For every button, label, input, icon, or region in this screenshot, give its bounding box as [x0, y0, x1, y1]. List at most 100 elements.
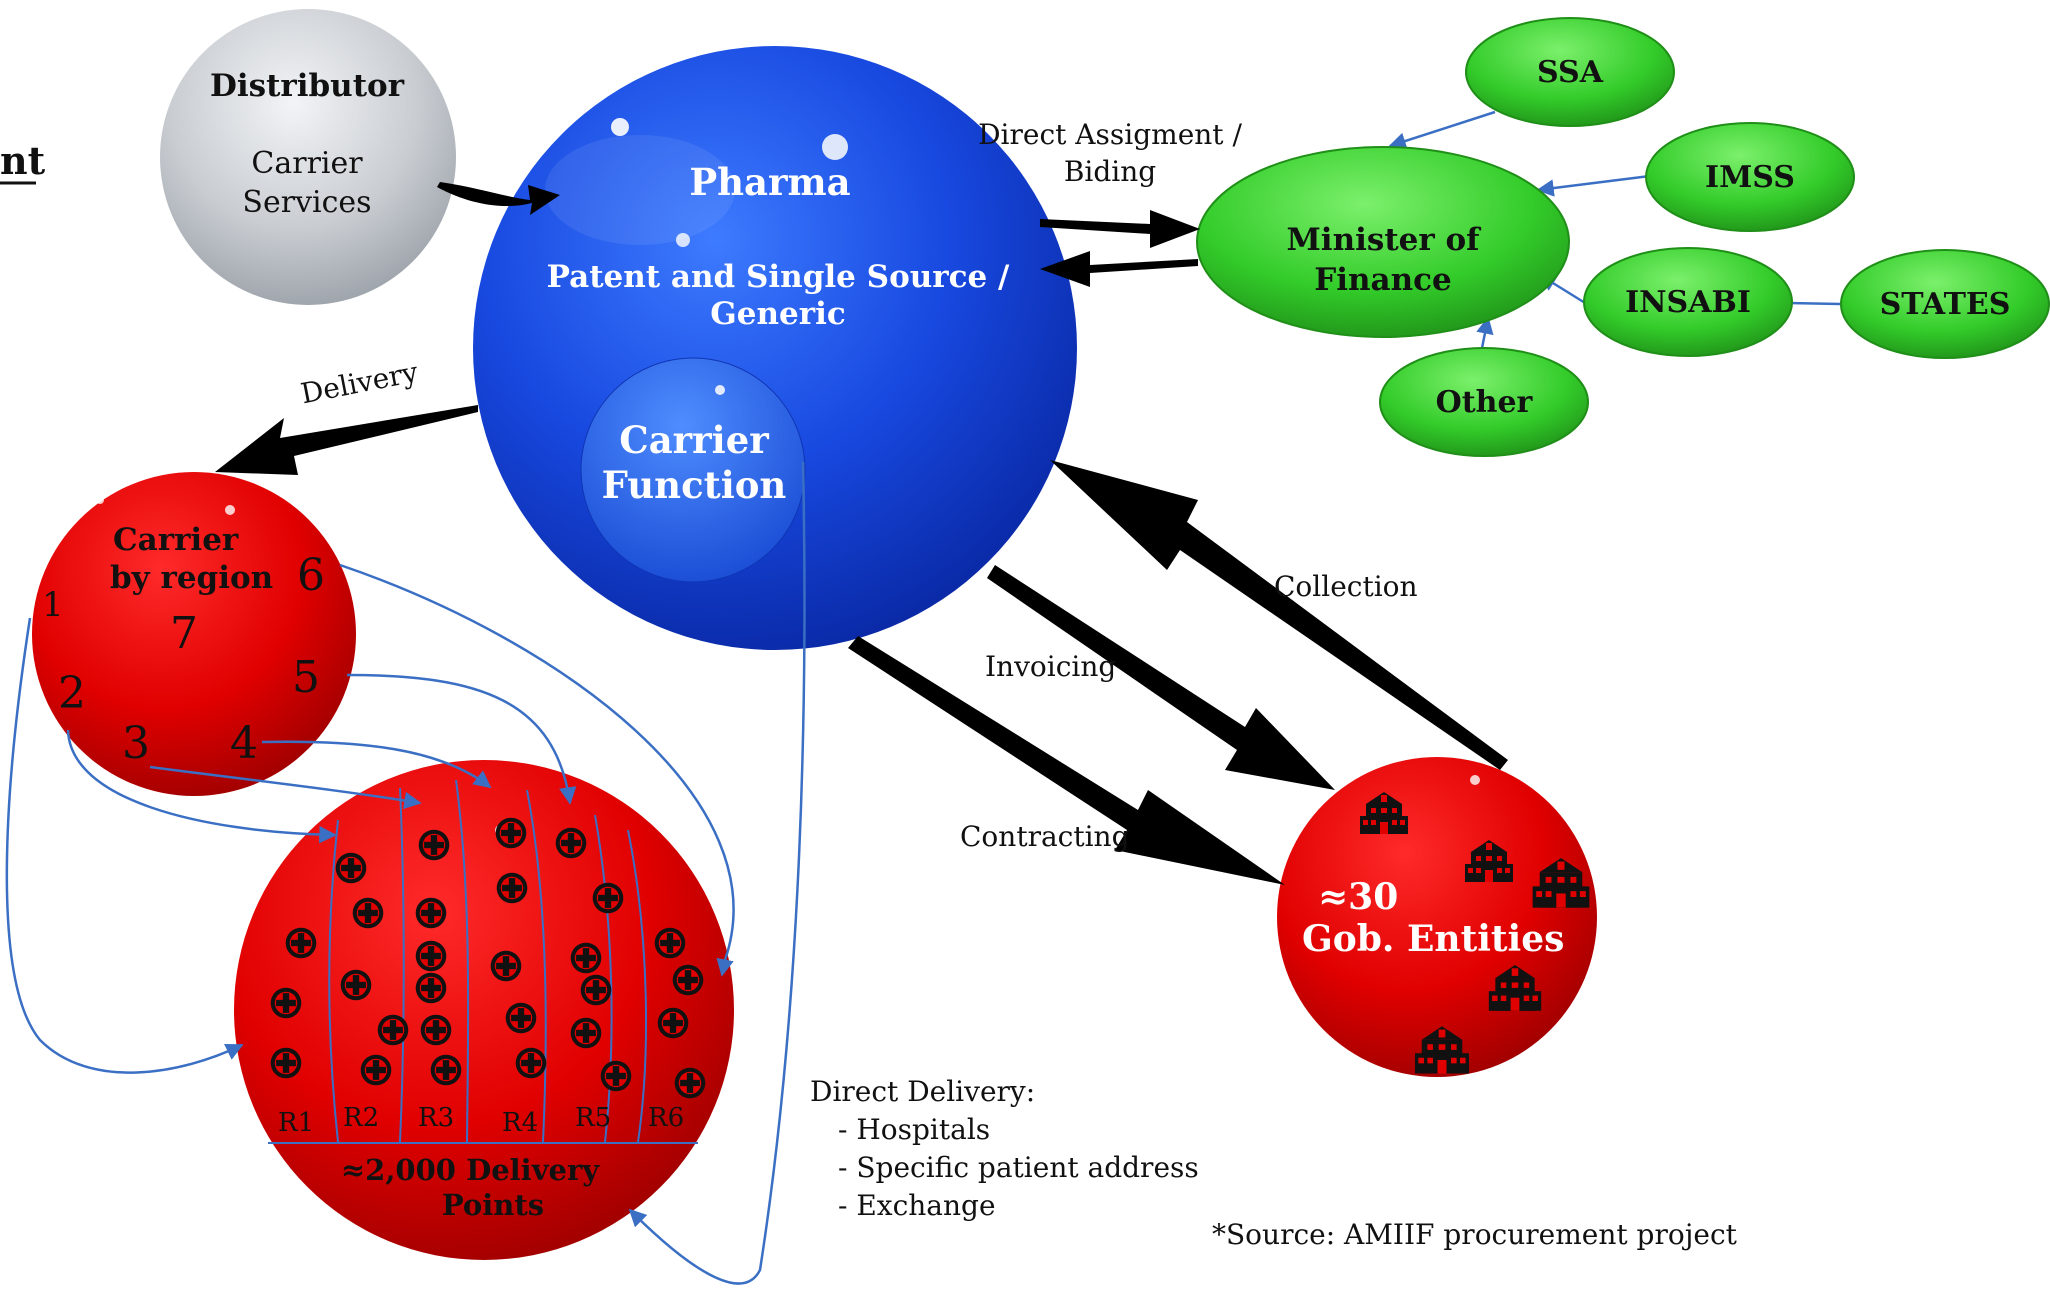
region-number-4: 4: [230, 718, 258, 769]
finance-line1: Minister of: [1286, 222, 1480, 258]
pharma-title: Pharma: [689, 160, 851, 204]
pharma-glint: [822, 134, 848, 160]
medical-cross-icon: [505, 1002, 537, 1034]
direct-delivery-item: - Specific patient address: [838, 1151, 1199, 1184]
medical-cross-icon: [285, 927, 317, 959]
region-number-5: 5: [292, 652, 320, 703]
region-label-r2: R2: [343, 1103, 380, 1133]
distributor-line2: Services: [242, 185, 372, 220]
region-number-7: 7: [170, 608, 198, 659]
gob-entities-line1: ≈30: [1318, 876, 1399, 918]
medical-cross-icon: [420, 1014, 452, 1046]
region-number-2: 2: [58, 668, 86, 719]
medical-cross-icon: [672, 964, 704, 996]
insabi-ellipse: [1583, 247, 1793, 357]
other-label: Other: [1435, 385, 1533, 420]
region-number-1: 1: [42, 585, 64, 625]
carrier-region-sphere: [32, 472, 356, 796]
medical-cross-icon: [377, 1014, 409, 1046]
imss-to-finance-link: [1536, 174, 1651, 197]
medical-cross-icon: [490, 950, 522, 982]
carrier-function-glint: [715, 385, 725, 395]
delivery-points-line1: ≈2,000 Delivery: [340, 1153, 600, 1187]
medical-cross-icon: [335, 852, 367, 884]
pharma-subtitle-line1: Patent and Single Source /: [546, 259, 1010, 295]
medical-cross-icon: [496, 872, 528, 904]
medical-cross-icon: [415, 940, 447, 972]
region-label-r6: R6: [648, 1103, 685, 1133]
carrier-function-line1: Carrier: [619, 418, 769, 462]
medical-cross-icon: [570, 1017, 602, 1049]
medical-cross-icon: [270, 1047, 302, 1079]
medical-cross-icon: [415, 972, 447, 1004]
source-note: *Source: AMIIF procurement project: [1212, 1218, 1737, 1251]
pharma-glint: [676, 233, 690, 247]
medical-cross-icon: [654, 927, 686, 959]
region-number-3: 3: [122, 718, 150, 769]
distributor-sphere: [160, 9, 456, 305]
medical-cross-icon: [430, 1054, 462, 1086]
states-ellipse: [1840, 249, 2050, 359]
carrier-region-line2: by region: [110, 560, 274, 596]
carrier-region-line1: Carrier: [113, 522, 239, 558]
region-grid: [268, 779, 698, 1144]
distributor-line1: Carrier: [251, 146, 363, 181]
pharma-subtitle-line2: Generic: [710, 296, 846, 332]
ssa-ellipse: [1465, 17, 1675, 127]
contracting-label: Contracting: [960, 820, 1130, 853]
collection-label: Collection: [1274, 570, 1418, 603]
direct-delivery-item: - Hospitals: [838, 1113, 991, 1146]
collection-arrow: [1050, 460, 1508, 770]
carrier-function-line2: Function: [601, 463, 787, 507]
delivery-points-line2: Points: [441, 1188, 545, 1222]
carrier-function-sphere: [580, 357, 806, 583]
delivery-arrow: [215, 405, 478, 475]
gob-glint: [1470, 775, 1480, 785]
finance-line2: Finance: [1314, 262, 1452, 298]
medical-cross-icon: [592, 882, 624, 914]
medical-cross-icon: [340, 969, 372, 1001]
other-ellipse: [1379, 347, 1589, 457]
direct-assignment-label-line2: Biding: [1063, 155, 1157, 188]
direct-assignment-label-line1: Direct Assigment /: [978, 118, 1242, 151]
pharma-glint: [611, 118, 629, 136]
medical-cross-icon: [415, 897, 447, 929]
insabi-label: INSABI: [1625, 285, 1751, 320]
pharma-highlight: [545, 135, 735, 245]
carrier-region-glint: [96, 496, 104, 504]
region-label-r1: R1: [278, 1108, 315, 1138]
medical-cross-icon: [495, 817, 527, 849]
region-number-6: 6: [297, 550, 325, 601]
finance-ellipse: [1196, 146, 1570, 338]
direct-delivery-title: Direct Delivery:: [810, 1075, 1036, 1108]
region-label-r5: R5: [575, 1103, 612, 1133]
gob-entities-line2: Gob. Entities: [1302, 918, 1565, 960]
states-label: STATES: [1879, 287, 2011, 322]
medical-cross-icon: [600, 1060, 632, 1092]
direct-delivery-item: - Exchange: [838, 1189, 996, 1222]
contracting-arrow: [848, 636, 1285, 885]
region-routes: [5, 461, 806, 1285]
region-label-r3: R3: [418, 1103, 455, 1133]
distributor-title: Distributor: [209, 68, 405, 104]
invoicing-label: Invoicing: [985, 650, 1117, 683]
medical-cross-icon: [657, 1007, 689, 1039]
ssa-to-finance-link: [1388, 110, 1496, 150]
medical-cross-icon: [570, 942, 602, 974]
finance-to-pharma-arrow: [1040, 251, 1198, 287]
imss-ellipse: [1645, 122, 1855, 232]
pharma-to-finance-arrow: [1040, 210, 1200, 248]
invoicing-arrow: [987, 565, 1335, 790]
medical-cross-icon: [360, 1054, 392, 1086]
medical-cross-icon: [418, 829, 450, 861]
medical-cross-icon: [270, 987, 302, 1019]
region-label-r4: R4: [502, 1108, 539, 1138]
ssa-label: SSA: [1537, 55, 1603, 90]
imss-label: IMSS: [1705, 160, 1795, 195]
medical-cross-icon: [555, 827, 587, 859]
medical-cross-icon: [352, 897, 384, 929]
carrier-region-glint: [225, 505, 235, 515]
medical-cross-icon: [580, 974, 612, 1006]
